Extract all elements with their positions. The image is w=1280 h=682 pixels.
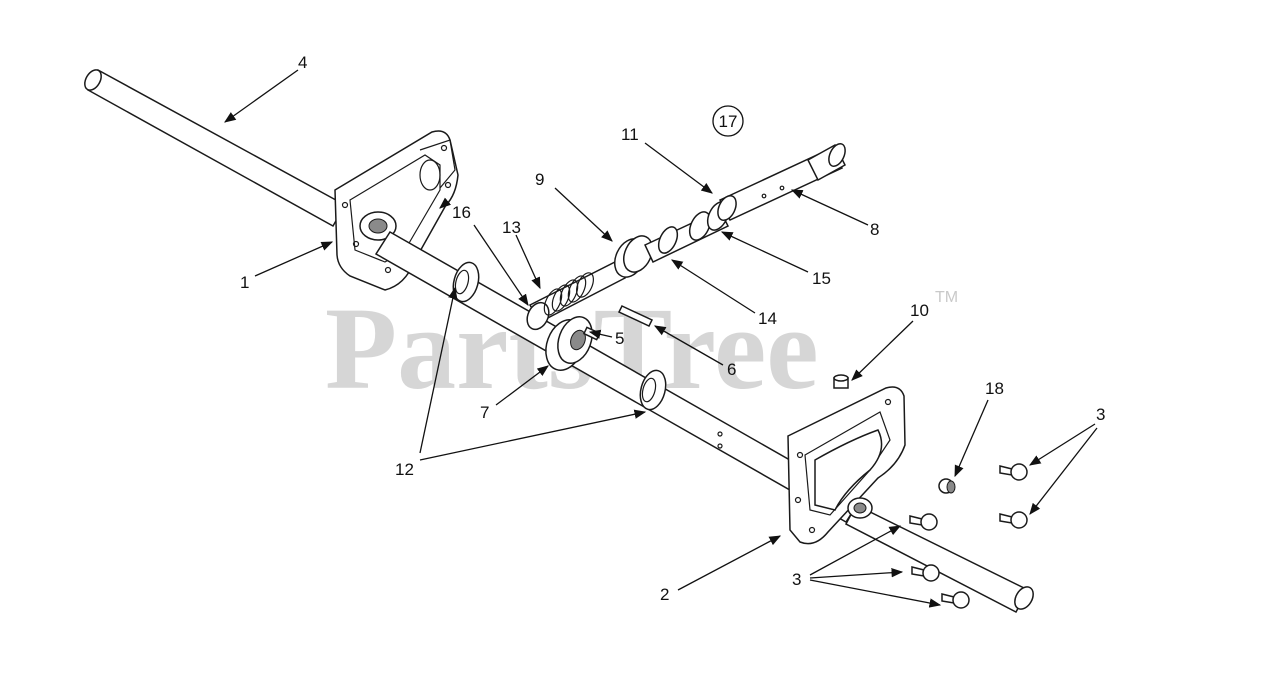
callout-10: 10 bbox=[910, 301, 929, 320]
callout-6: 6 bbox=[727, 360, 736, 379]
callout-13: 13 bbox=[502, 218, 521, 237]
callout-3-right: 3 bbox=[1096, 405, 1105, 424]
callout-18: 18 bbox=[985, 379, 1004, 398]
callout-16: 16 bbox=[452, 203, 471, 222]
callout-17-circle bbox=[712, 105, 744, 137]
callout-2: 2 bbox=[660, 585, 669, 604]
callout-labels: 1 2 3 3 4 5 6 7 8 9 10 11 12 13 14 15 16… bbox=[240, 53, 1105, 604]
input-shaft-part-8 bbox=[718, 142, 846, 221]
callout-12: 12 bbox=[395, 460, 414, 479]
bolt-part-3-c bbox=[909, 513, 938, 531]
callout-15: 15 bbox=[812, 269, 831, 288]
washer-part-14 bbox=[657, 226, 679, 254]
callout-5: 5 bbox=[615, 329, 624, 348]
callout-7: 7 bbox=[480, 403, 489, 422]
pin-part-6 bbox=[617, 305, 654, 327]
watermark-trademark: TM bbox=[935, 289, 958, 306]
bolt-part-3-b bbox=[999, 511, 1028, 529]
callout-11: 11 bbox=[621, 125, 639, 144]
callout-1: 1 bbox=[240, 273, 249, 292]
plug-part-10 bbox=[833, 374, 849, 389]
washer-part-12-b bbox=[639, 369, 667, 411]
gear-part-7 bbox=[545, 316, 593, 371]
bolt-part-3-d bbox=[911, 564, 940, 582]
leader-lines bbox=[224, 69, 1098, 608]
bolt-part-3-e bbox=[941, 591, 970, 609]
callout-14: 14 bbox=[758, 309, 777, 328]
housing-plate-part-1 bbox=[334, 130, 459, 291]
washer-part-12-a bbox=[452, 261, 480, 303]
housing-part-2 bbox=[787, 386, 906, 545]
callout-3-bottom: 3 bbox=[792, 570, 801, 589]
worm-shaft-part-13 bbox=[526, 261, 627, 331]
axle-part-4 bbox=[84, 68, 347, 228]
callout-4: 4 bbox=[298, 53, 307, 72]
callout-8: 8 bbox=[870, 220, 879, 239]
bushing-part-11 bbox=[717, 194, 737, 222]
fitting-part-18 bbox=[938, 478, 956, 494]
callout-9: 9 bbox=[535, 170, 544, 189]
callout-17: 17 bbox=[719, 112, 738, 131]
bolt-part-3-a bbox=[999, 463, 1028, 481]
